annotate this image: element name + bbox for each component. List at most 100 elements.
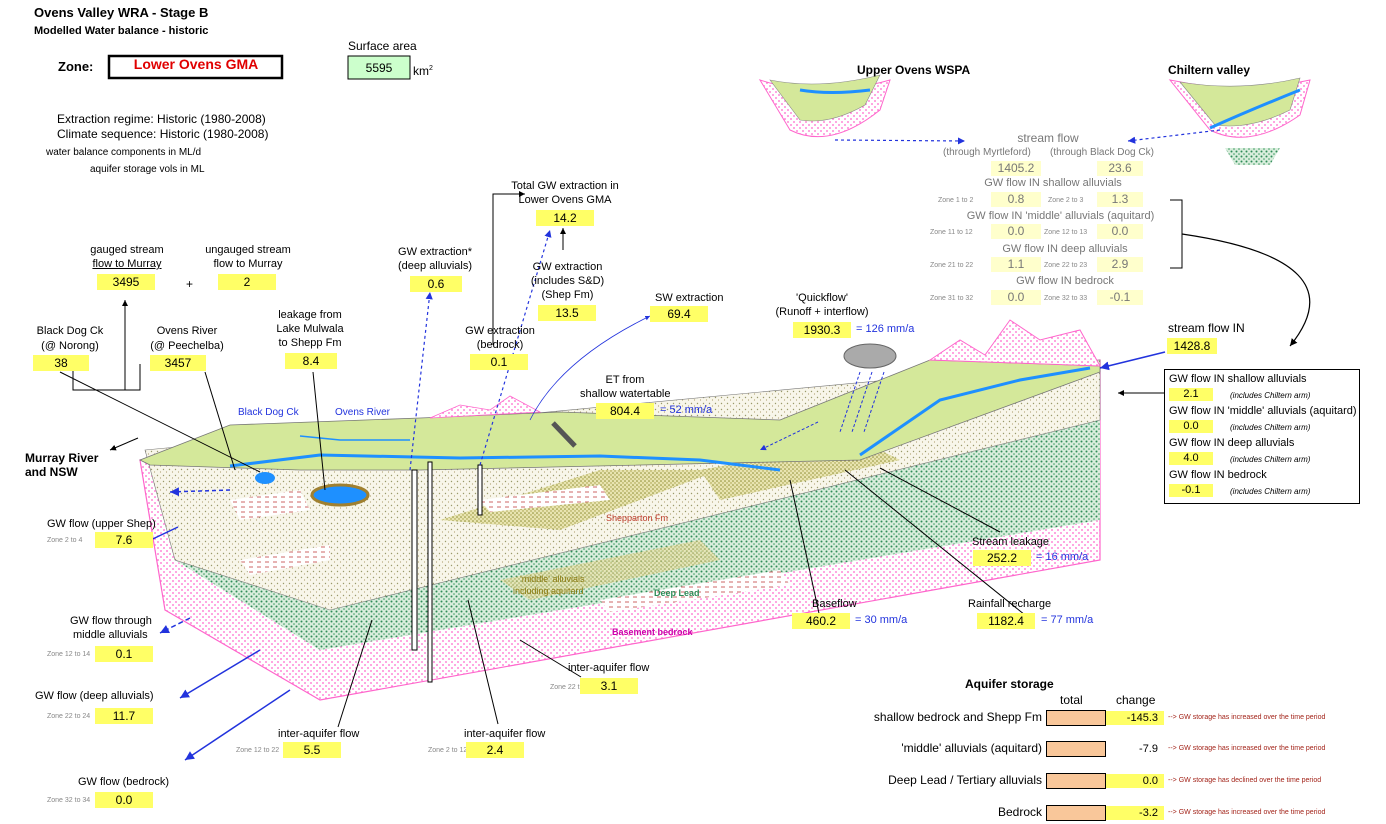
murray-label: Murray River	[25, 451, 99, 465]
zone-label: Zone 1 to 2	[938, 197, 974, 204]
gw-deep-z21-value: 1.1	[991, 257, 1041, 272]
ovens-gauge-label: (@ Peechelba)	[150, 340, 224, 352]
zone-label: Zone 32 to 33	[1044, 295, 1088, 302]
inter-aquifer-b-label: inter-aquifer flow	[464, 728, 546, 740]
storage-total-cell	[1046, 773, 1106, 789]
deep-lead-label: Deep Lead	[654, 588, 700, 598]
total-gw-extraction-label: Total GW extraction in	[511, 180, 619, 192]
plus-sign: +	[186, 277, 194, 291]
zone-label: Zone 31 to 32	[930, 295, 974, 302]
gw-extraction-deep-label: GW extraction*	[398, 246, 472, 258]
gw-bedrock-title: GW flow IN bedrock	[1016, 275, 1114, 287]
zone-label: Zone 32 to 34	[47, 797, 91, 804]
storage-total-cell	[1046, 805, 1106, 821]
zone-label: Zone 22 to 23	[1044, 262, 1088, 269]
baseflow-mm: = 30 mm/a	[855, 614, 908, 626]
gw-bedrock-value: 0.0	[95, 792, 153, 808]
chiltern-valley-sketch	[1168, 77, 1311, 165]
ungauged-label: flow to Murray	[213, 258, 283, 270]
gw-middle-value: 0.1	[95, 646, 153, 662]
zone-label: Zone 2 to 3	[1048, 197, 1084, 204]
storage-row-label: 'middle' alluvials (aquitard)	[901, 741, 1042, 755]
upper-ovens-label: Upper Ovens WSPA	[857, 63, 971, 77]
gw-bedrock-label: GW flow (bedrock)	[78, 776, 170, 788]
stream-leakage-mm: = 16 mm/a	[1036, 551, 1089, 563]
zone-label: Zone 21 to 22	[930, 262, 974, 269]
storage-row-label: Deep Lead / Tertiary alluvials	[888, 773, 1042, 787]
rb-bedrock-label: GW flow IN bedrock	[1169, 469, 1267, 481]
black-dog-gauge-label: Black Dog Ck	[36, 325, 104, 337]
sw-extraction-label: SW extraction	[655, 292, 724, 304]
et-label: ET from	[605, 374, 645, 386]
rb-deep-label: GW flow IN deep alluvials	[1169, 437, 1295, 449]
storage-col-change: change	[1116, 693, 1156, 707]
et-label: shallow watertable	[580, 388, 671, 400]
gw-bedrock-z31-value: 0.0	[991, 290, 1041, 305]
page-subtitle: Modelled Water balance - historic	[34, 25, 209, 37]
storage-total-cell	[1046, 741, 1106, 757]
rb-note: (includes Chiltern arm)	[1230, 487, 1311, 496]
storage-total-cell	[1046, 710, 1106, 726]
gw-extraction-deep-value: 0.6	[410, 276, 462, 292]
gw-extraction-shep-label: (includes S&D)	[530, 275, 605, 287]
inter-aquifer-c-value: 3.1	[580, 678, 638, 694]
rainfall-recharge-label: Rainfall recharge	[968, 598, 1052, 610]
lake-leakage-label: Lake Mulwala	[276, 323, 344, 335]
rb-middle-value: 0.0	[1169, 420, 1213, 433]
stream-flow-in-label: stream flow IN	[1168, 321, 1245, 335]
gw-middle-z11-value: 0.0	[991, 224, 1041, 239]
gw-extraction-bedrock-label: (bedrock)	[476, 339, 524, 351]
sw-extraction-value: 69.4	[650, 306, 708, 322]
ovens-gauge-value: 3457	[150, 355, 206, 371]
zone-label: Zone 12 to 22	[236, 747, 280, 754]
zone-label: Zone 2 to 4	[47, 537, 83, 544]
black-dog-gauge-value: 38	[33, 355, 89, 371]
shepparton-label: Shepparton Fm	[606, 513, 669, 523]
stream-flow-in-value: 1428.8	[1167, 338, 1217, 354]
gauged-flow-value: 3495	[97, 274, 155, 290]
gauged-label: gauged stream	[90, 244, 164, 256]
storage-row-label: shallow bedrock and Shepp Fm	[873, 710, 1042, 724]
inter-aquifer-b-value: 2.4	[466, 742, 524, 758]
gw-shallow-title: GW flow IN shallow alluvials	[984, 177, 1122, 189]
middle-alluvials-label: including aquitard	[513, 586, 584, 596]
storage-change-value: -145.3	[1106, 711, 1164, 725]
gw-shallow-z1-value: 0.8	[991, 192, 1041, 207]
climate-sequence: Climate sequence: Historic (1980-2008)	[57, 127, 269, 141]
middle-alluvials-label: 'middle' alluvials	[520, 574, 585, 584]
gw-bedrock-z32-value: -0.1	[1097, 290, 1143, 305]
inter-aquifer-a-label: inter-aquifer flow	[278, 728, 360, 740]
et-value: 804.4	[596, 403, 654, 419]
page-title: Ovens Valley WRA - Stage B	[34, 5, 209, 20]
rb-deep-value: 4.0	[1169, 452, 1213, 465]
surface-area-unit: km2	[413, 64, 433, 78]
stream-flow-title: stream flow	[1017, 131, 1079, 145]
rainfall-recharge-value: 1182.4	[977, 613, 1035, 629]
myrtleford-label: (through Myrtleford)	[943, 147, 1031, 158]
rainfall-recharge-mm: = 77 mm/a	[1041, 614, 1094, 626]
baseflow-label: Baseflow	[812, 598, 857, 610]
units-balance: water balance components in ML/d	[46, 147, 202, 158]
zone-label: Zone 2 to 12	[428, 747, 468, 754]
gw-extraction-bedrock-value: 0.1	[470, 354, 528, 370]
rb-middle-label: GW flow IN 'middle' alluvials (aquitard)	[1169, 405, 1357, 417]
zone-label: Zone 22 to 24	[47, 713, 91, 720]
murray-label: and NSW	[25, 465, 78, 479]
ungauged-flow-value: 2	[218, 274, 276, 290]
rb-note: (includes Chiltern arm)	[1230, 455, 1311, 464]
rb-note: (includes Chiltern arm)	[1230, 423, 1311, 432]
gw-middle-title: GW flow IN 'middle' alluvials (aquitard)	[966, 210, 1155, 222]
total-gw-extraction-label: Lower Ovens GMA	[518, 194, 612, 206]
storage-note: --> GW storage has increased over the ti…	[1168, 714, 1326, 721]
gw-upper-shep-label: GW flow (upper Shep)	[47, 518, 156, 530]
extraction-regime: Extraction regime: Historic (1980-2008)	[57, 112, 266, 126]
storage-row-label: Bedrock	[997, 805, 1042, 819]
gw-deep-z22-value: 2.9	[1097, 257, 1143, 272]
lake-leakage-value: 8.4	[285, 353, 337, 369]
zone-label: Zone 22 to 32	[550, 684, 594, 691]
quickflow-mm: = 126 mm/a	[856, 323, 915, 335]
gw-upper-shep-value: 7.6	[95, 532, 153, 548]
black-dog-gauge-label: (@ Norong)	[41, 340, 99, 352]
storage-note: --> GW storage has increased over the ti…	[1168, 745, 1326, 752]
